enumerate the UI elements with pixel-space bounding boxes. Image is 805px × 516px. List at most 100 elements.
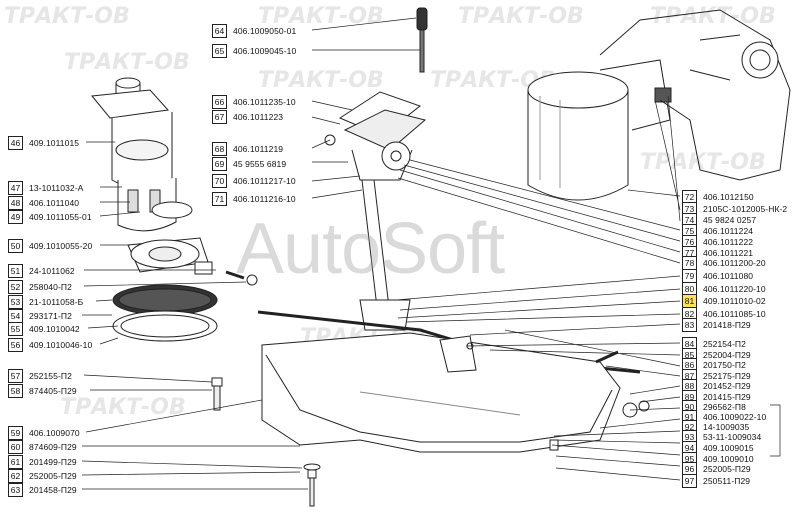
part-number: 406.1011080 <box>703 270 754 281</box>
callout-number: 68 <box>212 141 227 156</box>
callout-number: 83 <box>682 317 697 332</box>
callout-number: 65 <box>212 43 227 58</box>
part-number: 296562-П8 <box>703 401 746 412</box>
callout-number: 97 <box>682 473 697 488</box>
part-number: 406.1011040 <box>29 197 80 208</box>
callout-number: 62 <box>8 468 23 483</box>
part-number: 252155-П2 <box>29 370 72 381</box>
part-number: 21-1011058-Б <box>29 296 84 307</box>
part-number: 406.1011224 <box>703 225 754 236</box>
callout-number: 67 <box>212 109 227 124</box>
part-number: 201415-П29 <box>703 391 751 402</box>
callout-number: 64 <box>212 23 227 38</box>
callout-number: 79 <box>682 268 697 283</box>
autosoft-watermark: AutoSoft <box>236 209 505 289</box>
callout-54[interactable]: 54 293171-П2 <box>8 308 72 323</box>
brand-watermark: ТРАКТ-ОВ <box>458 4 584 29</box>
callout-79[interactable]: 79 406.1011080 <box>682 268 754 283</box>
callout-number: 66 <box>212 94 227 109</box>
part-number: 45 9555 6819 <box>233 158 287 169</box>
brand-watermark: ТРАКТ-ОВ <box>4 4 130 29</box>
part-number: 406.1011235-10 <box>233 96 296 107</box>
part-number: 258040-П2 <box>29 281 72 292</box>
part-number: 201418-П29 <box>703 319 751 330</box>
callout-number: 81 <box>682 293 697 308</box>
oil-filter <box>527 59 672 201</box>
part-number: 24-1011062 <box>29 265 75 276</box>
callout-57[interactable]: 57 252155-П2 <box>8 368 72 383</box>
part-number: 2105C-1012005-НК-2 <box>703 203 788 214</box>
part-number: 406.1011221 <box>703 247 754 258</box>
callout-number: 51 <box>8 263 23 278</box>
part-number: 252005-П29 <box>29 470 77 481</box>
callout-67[interactable]: 67 406.1011223 <box>212 109 284 124</box>
callout-number: 78 <box>682 255 697 270</box>
part-number: 201452-П29 <box>703 380 751 391</box>
part-number: 409.1010055-20 <box>29 240 93 251</box>
part-number: 406.1009070 <box>29 427 80 438</box>
part-number: 409.1009015 <box>703 442 754 453</box>
part-number: 409.1009010 <box>703 453 754 464</box>
callout-number: 80 <box>682 281 697 296</box>
part-number: 406.1011223 <box>233 111 284 122</box>
callout-68[interactable]: 68 406.1011219 <box>212 141 284 156</box>
callout-51[interactable]: 51 24-1011062 <box>8 263 75 278</box>
brand-watermark: ТРАКТ-ОВ <box>60 395 186 420</box>
part-number: 53-11-1009034 <box>703 431 762 442</box>
part-number: 406.1009022-10 <box>703 411 767 422</box>
part-number: 13-1011032-А <box>29 182 84 193</box>
callout-number: 63 <box>8 482 23 497</box>
callout-48[interactable]: 48 406.1011040 <box>8 195 80 210</box>
callout-number: 71 <box>212 191 227 206</box>
callout-58[interactable]: 58 874405-П29 <box>8 383 77 398</box>
callout-number: 48 <box>8 195 23 210</box>
oil-pan <box>261 332 650 453</box>
callout-number: 54 <box>8 308 23 323</box>
callout-number: 69 <box>212 156 227 171</box>
callout-62[interactable]: 62 252005-П29 <box>8 468 77 483</box>
part-number: 293171-П2 <box>29 310 72 321</box>
callout-number: 58 <box>8 383 23 398</box>
part-number: 252154-П2 <box>703 338 746 349</box>
part-number: 14-1009035 <box>703 421 750 432</box>
bolt <box>211 377 321 507</box>
part-number: 409.1011010-02 <box>703 295 766 306</box>
part-number: 874405-П29 <box>29 385 77 396</box>
callout-69[interactable]: 69 45 9555 6819 <box>212 156 287 171</box>
callout-66[interactable]: 66 406.1011235-10 <box>212 94 296 109</box>
callout-number: 57 <box>8 368 23 383</box>
callout-81[interactable]: 81 409.1011010-02 <box>682 293 766 308</box>
part-number: 874609-П29 <box>29 441 77 452</box>
part-number: 201750-П2 <box>703 359 746 370</box>
engine-block-section <box>599 9 791 181</box>
part-number: 406.1009045-10 <box>233 45 297 56</box>
part-number: 406.1011219 <box>233 143 284 154</box>
part-number: 201499-П29 <box>29 456 77 467</box>
callout-65[interactable]: 65 406.1009045-10 <box>212 43 297 58</box>
part-number: 252004-П29 <box>703 349 751 360</box>
callout-83[interactable]: 83 201418-П29 <box>682 317 751 332</box>
